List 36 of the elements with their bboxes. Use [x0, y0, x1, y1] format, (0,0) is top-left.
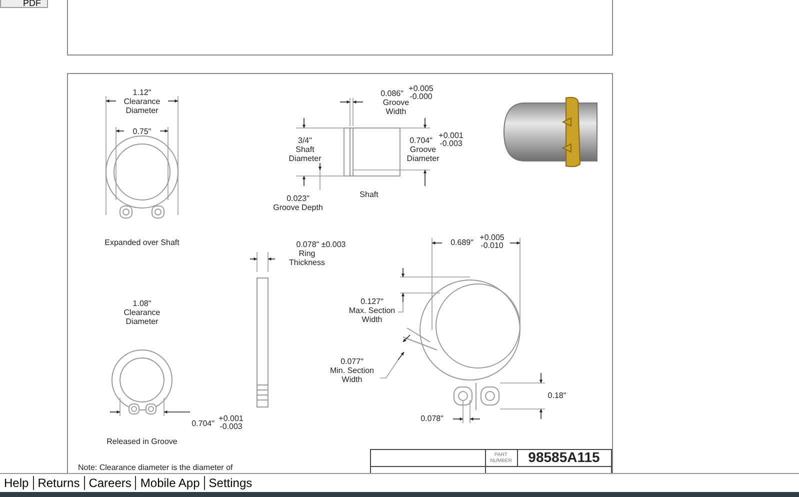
dimension-label: 0.078" ±0.003 [296, 240, 346, 249]
tolerance-value: +0.005 [408, 84, 434, 93]
dimension-label: 1.12" Clearance Diameter [124, 88, 160, 115]
tolerance-value: -0.003 [440, 139, 462, 148]
tolerance-value: -0.010 [480, 241, 504, 250]
tolerance-value: +0.001 [218, 414, 244, 423]
dimension-label: 0.078" [420, 414, 444, 423]
footer-link: Help [3, 476, 30, 490]
dimension-label: 0.704" [192, 419, 214, 428]
part-caption: Shaft [360, 190, 378, 199]
view-caption: Expanded over Shaft [104, 238, 180, 247]
footer-link: Returns [32, 476, 84, 490]
dimension-label: 0.689" [450, 238, 474, 247]
part-number: 98585A115 [528, 450, 600, 465]
dimension-label: Groove Diameter [406, 145, 440, 163]
footer-link: Settings [204, 476, 256, 490]
dimension-label: 1.08" Clearance Diameter [124, 299, 160, 326]
note-text: Note: Clearance diameter is the diameter of [78, 463, 233, 472]
tolerance-value: -0.003 [220, 422, 242, 431]
dimension-label: 0.086" [380, 89, 404, 98]
dimension-label: 0.077" Min. Section Width [330, 357, 374, 384]
tolerance-value: -0.000 [410, 92, 432, 101]
dimension-label: 0.704" [410, 136, 432, 145]
view-caption: Released in Groove [106, 437, 178, 446]
dimension-label: 0.023" Groove Depth [273, 194, 323, 212]
dimension-label: 0.127" Max. Section Width [348, 297, 396, 324]
dimension-label: 3/4" Shaft Diameter [288, 136, 322, 163]
dimension-label: 0.18" [548, 391, 566, 400]
footer-link: Careers [84, 476, 136, 490]
tolerance-value: +0.001 [438, 131, 464, 140]
dimension-label: Groove Width [382, 98, 410, 116]
tolerance-value: +0.005 [480, 233, 504, 242]
dimension-label: 0.75" [132, 127, 152, 136]
pdf-button: PDF [0, 0, 48, 8]
dimension-label: Ring Thickness [289, 249, 325, 267]
footer-link: Mobile App [135, 476, 204, 490]
